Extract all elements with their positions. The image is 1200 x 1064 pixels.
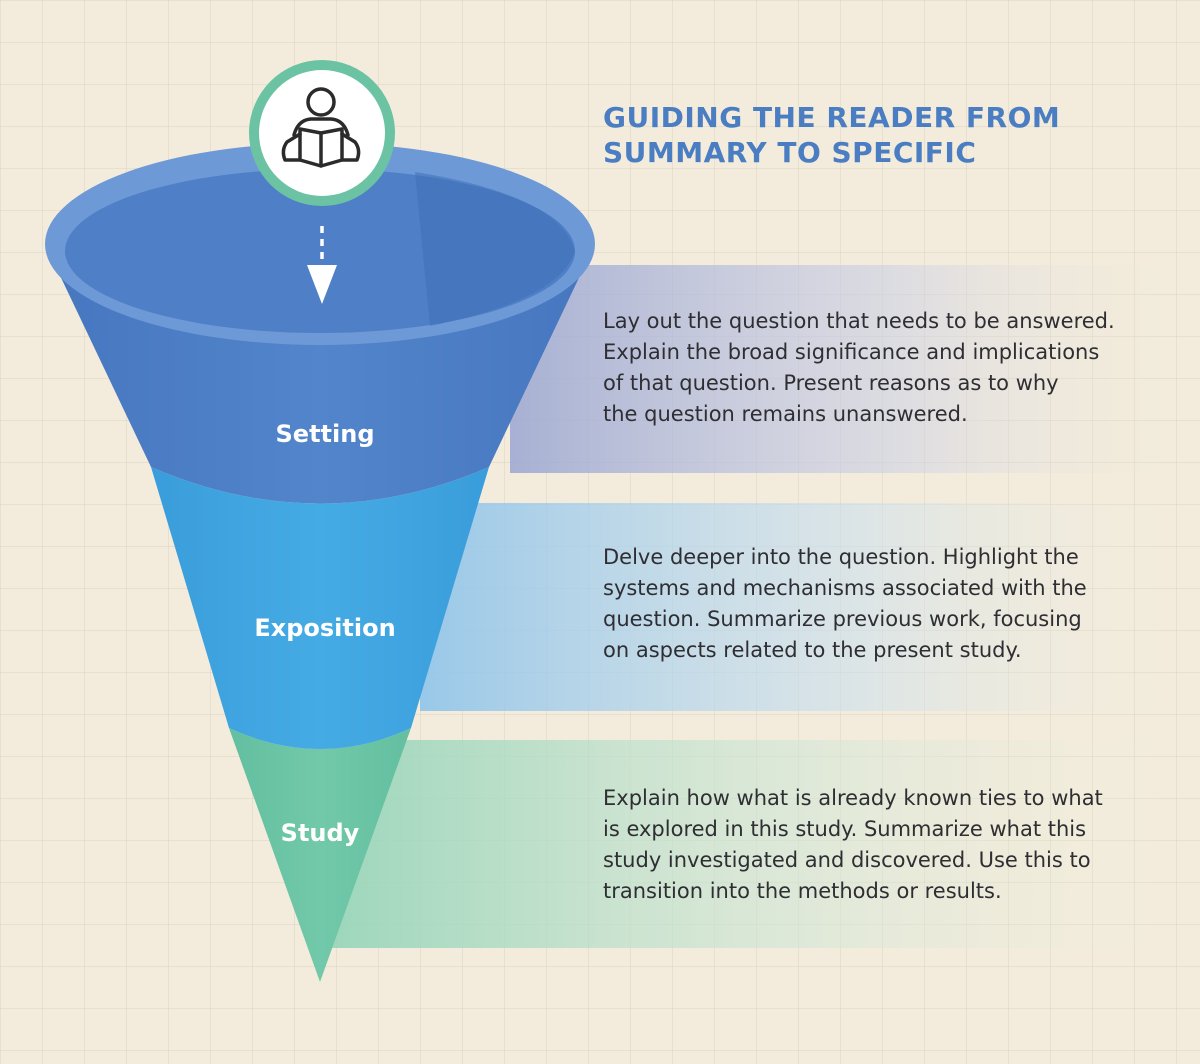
stage-label-exposition: Exposition xyxy=(254,614,396,642)
description-line: question. Summarize previous work, focus… xyxy=(603,607,1082,631)
description-line: transition into the methods or results. xyxy=(603,879,1002,903)
stage-label-study: Study xyxy=(280,819,360,847)
description-line: systems and mechanisms associated with t… xyxy=(603,576,1087,600)
funnel-inner-shade xyxy=(415,172,575,326)
description-study: Explain how what is already known ties t… xyxy=(603,783,1163,907)
description-line: study investigated and discovered. Use t… xyxy=(603,848,1091,872)
description-line: the question remains unanswered. xyxy=(603,402,968,426)
down-arrow-icon xyxy=(307,265,337,304)
band-setting xyxy=(510,265,1200,473)
band-study xyxy=(330,740,1200,948)
diagram-title: GUIDING THE READER FROM SUMMARY TO SPECI… xyxy=(603,100,1163,170)
description-line: Lay out the question that needs to be an… xyxy=(603,309,1115,333)
description-line: of that question. Present reasons as to … xyxy=(603,371,1059,395)
description-line: Delve deeper into the question. Highligh… xyxy=(603,545,1079,569)
band-exposition xyxy=(420,503,1200,711)
description-setting: Lay out the question that needs to be an… xyxy=(603,306,1163,430)
title-line-1: GUIDING THE READER FROM xyxy=(603,101,1061,134)
stage-label-setting: Setting xyxy=(275,420,375,448)
description-exposition: Delve deeper into the question. Highligh… xyxy=(603,542,1163,666)
description-line: is explored in this study. Summarize wha… xyxy=(603,817,1087,841)
description-line: Explain the broad significance and impli… xyxy=(603,340,1100,364)
title-line-2: SUMMARY TO SPECIFIC xyxy=(603,136,977,169)
funnel-study-section xyxy=(229,728,411,982)
description-line: on aspects related to the present study. xyxy=(603,638,1022,662)
reader-with-book-icon xyxy=(281,87,361,168)
funnel-exposition-section xyxy=(151,467,489,749)
description-line: Explain how what is already known ties t… xyxy=(603,786,1103,810)
